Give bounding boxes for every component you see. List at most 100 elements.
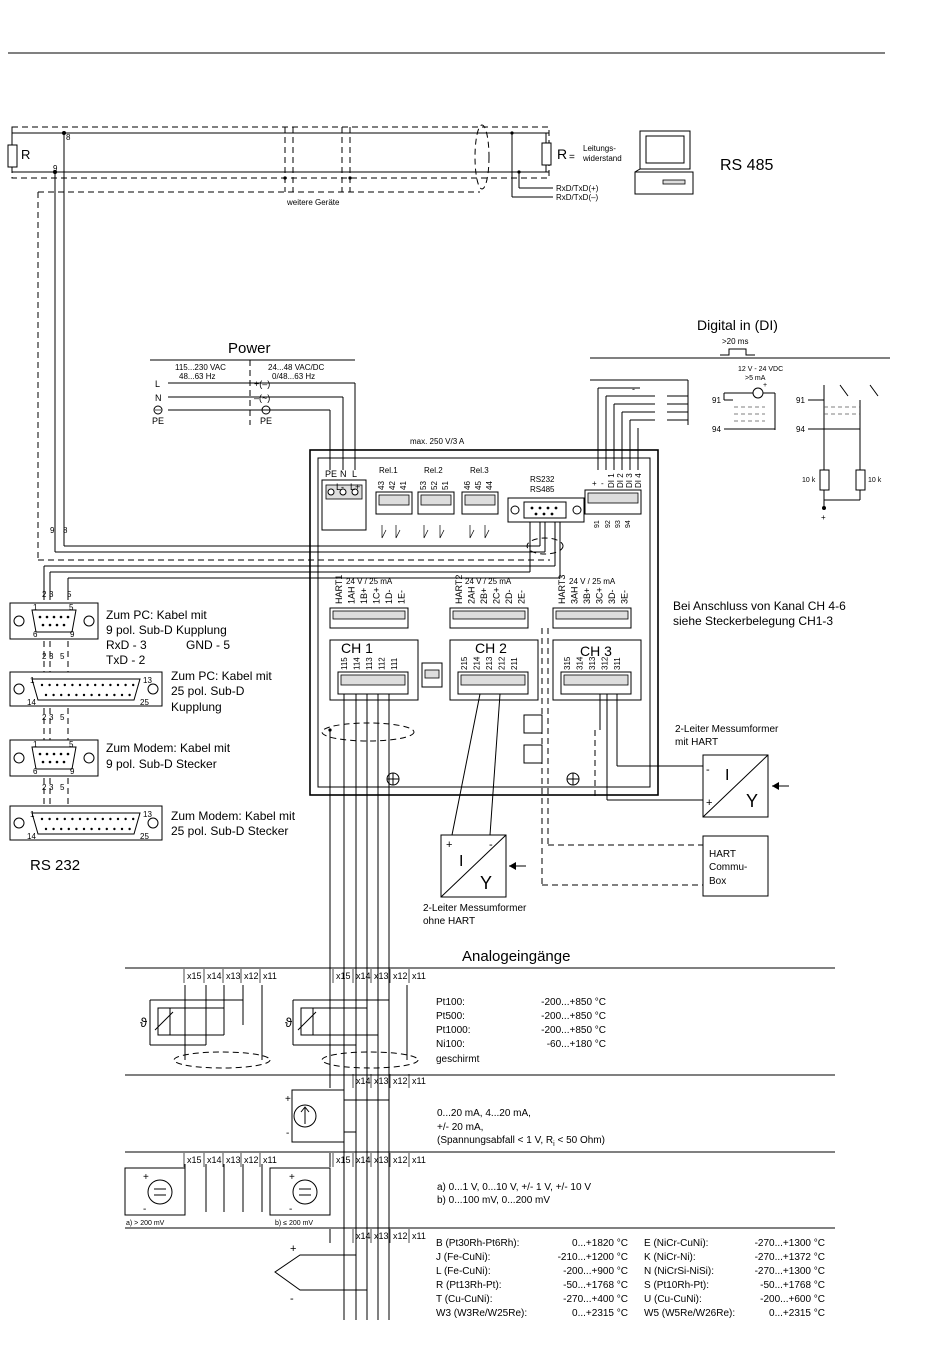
svg-text:3: 3 (49, 713, 54, 722)
ch1-label: CH 1 (341, 640, 373, 656)
rtd-type: Ni100: (436, 1039, 465, 1050)
power-minus: –(~) (254, 393, 270, 403)
x-label-x13: x13 (374, 1076, 389, 1086)
svg-text:1: 1 (33, 740, 38, 749)
terminal-label-3d-: 3D- (607, 589, 617, 604)
transmitter-section: + - I Y 2-Leiter Messumformer ohne HART … (321, 628, 789, 1320)
rtd-type: Pt1000: (436, 1025, 470, 1036)
device-note-1: Bei Anschluss von Kanal CH 4-6 (673, 599, 846, 613)
rtd-right: ϑ (285, 985, 419, 1069)
sub-d-25-modem-pins (40, 817, 135, 831)
svg-text:-: - (289, 1204, 292, 1215)
rs232-title: RS 232 (30, 857, 80, 874)
relay-3-terminal (461, 491, 499, 515)
svg-text:PE: PE (325, 469, 337, 479)
resistor-desc-2: widerstand (582, 154, 622, 163)
svg-text:Rel.2: Rel.2 (424, 466, 443, 475)
svg-text:14: 14 (27, 698, 36, 707)
svg-text:-: - (290, 1293, 294, 1305)
mod9-text-1: Zum Modem: Kabel mit (106, 741, 231, 755)
tc-type: T (Cu-CuNi): (436, 1294, 492, 1305)
resistor-desc-1: Leitungs- (583, 144, 616, 153)
sub-d-25-pc (9, 671, 163, 707)
terminal-label-1d-: 1D- (384, 589, 394, 604)
svg-text:3: 3 (49, 652, 54, 661)
x-label-x12: x12 (393, 1155, 408, 1165)
svg-text:0...20 mA, 4...20 mA,: 0...20 mA, 4...20 mA, (437, 1108, 531, 1119)
pc9-text-5: TxD - 2 (106, 653, 146, 667)
x-label-x11: x11 (412, 1231, 426, 1241)
x-label-left-x14: x14 (207, 971, 222, 981)
tc-type: K (NiCr-Ni): (644, 1252, 696, 1263)
x-label-x12: x12 (393, 1076, 408, 1086)
sub-d-connector (507, 497, 585, 523)
resistor-10k-2 (855, 469, 866, 491)
device-note-2: siehe Steckerbelegung CH1-3 (673, 614, 833, 628)
tc-range: 0...+2315 °C (572, 1308, 628, 1319)
mod25-text-2: 25 pol. Sub-D Stecker (171, 824, 288, 838)
x-label-x15: x15 (336, 971, 351, 981)
svg-text:+/- 20 mA,: +/- 20 mA, (437, 1122, 483, 1133)
digital-volt: 12 V - 24 VDC (738, 366, 783, 373)
x-label-left-x11: x11 (263, 971, 277, 981)
svg-text:14: 14 (27, 832, 36, 841)
svg-text:DI 2: DI 2 (616, 473, 625, 488)
svg-text:I: I (459, 853, 463, 870)
bus-shield (474, 124, 490, 190)
ch2-label: CH 2 (475, 640, 507, 656)
svg-text:10 k: 10 k (802, 477, 816, 484)
ch2-bottom-terminal (457, 671, 529, 695)
pc25-text-2: 25 pol. Sub-D (171, 684, 245, 698)
x-label-x11: x11 (412, 1076, 426, 1086)
terminal-label-hart2: HART2 (454, 575, 464, 604)
svg-text:N: N (340, 469, 347, 479)
svg-text:92: 92 (605, 520, 612, 528)
svg-text:6: 6 (33, 767, 38, 776)
terminal-label-314: 314 (576, 656, 585, 670)
digital-current: >5 mA (745, 375, 766, 382)
svg-text:2: 2 (42, 713, 47, 722)
svg-text:b) 0...100 mV, 0...200 mV: b) 0...100 mV, 0...200 mV (437, 1195, 550, 1206)
power-dc-freq: 0/48...63 Hz (272, 372, 315, 381)
terminal-label-2ah: 2AH (467, 586, 477, 604)
ch2-top-terminal (449, 607, 529, 629)
svg-text:91: 91 (796, 396, 805, 405)
svg-text:91: 91 (594, 520, 601, 528)
tc-type: E (NiCr-CuNi): (644, 1238, 708, 1249)
svg-text:+: + (706, 797, 712, 809)
x-label-x12: x12 (393, 971, 408, 981)
rtd-type: Pt500: (436, 1011, 465, 1022)
svg-text:5: 5 (69, 603, 74, 612)
terminal-label-1c+: 1C+ (372, 587, 382, 604)
svg-text:53: 53 (419, 481, 428, 490)
sub-d-9-modem (9, 739, 99, 777)
device-section: PE N L L- L+ Rel.1 Rel.2 Rel.3 43 42 41 … (309, 449, 846, 796)
resistor-eq: = (569, 152, 575, 163)
svg-text:+: + (290, 1243, 296, 1255)
tc-type: U (Cu-CuNi): (644, 1294, 702, 1305)
svg-text:RS232: RS232 (530, 475, 555, 484)
x-label-left-x11: x11 (263, 1155, 277, 1165)
terminal-label-3b+: 3B+ (582, 588, 592, 604)
svg-text:+: + (446, 839, 452, 851)
svg-text:-: - (286, 1128, 289, 1139)
terminal-label-2b+: 2B+ (479, 588, 489, 604)
terminal-label-2c+: 2C+ (492, 587, 502, 604)
thermocouple-ranges: B (Pt30Rh-Pt6Rh):0...+1820 °CJ (Fe-CuNi)… (436, 1238, 825, 1319)
terminal-label-3c+: 3C+ (595, 587, 605, 604)
current-input: + - (285, 1089, 389, 1143)
rs485-title: RS 485 (720, 157, 773, 174)
sub-d-25-pc-pins (40, 683, 135, 697)
x-label-left-x13: x13 (226, 971, 241, 981)
svg-text:+: + (763, 382, 767, 389)
tc-range: -50...+1768 °C (760, 1280, 825, 1291)
svg-text:DI 4: DI 4 (634, 473, 643, 488)
resistor-10k-1 (819, 469, 830, 491)
svg-text:Rel.1: Rel.1 (379, 466, 398, 475)
rxd-plus-label: RxD/TxD(+) (556, 184, 599, 193)
pc9-text-2: 9 pol. Sub-D Kupplung (106, 623, 227, 637)
svg-text:8: 8 (63, 526, 68, 535)
